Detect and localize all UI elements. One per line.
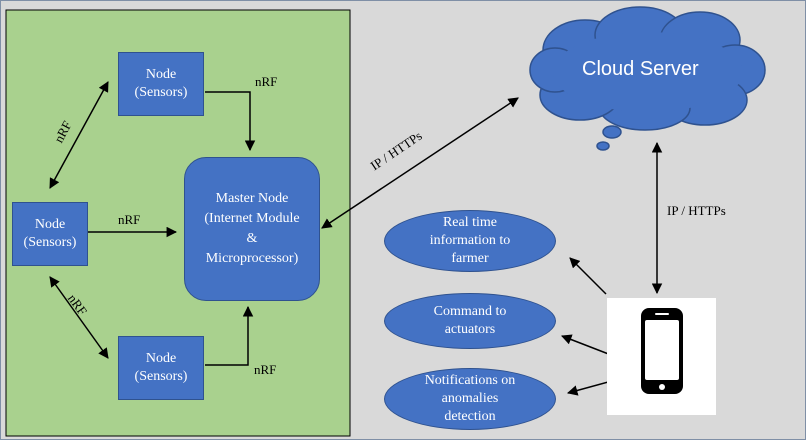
nrf-label-bottom: nRF xyxy=(254,362,277,377)
smartphone-card xyxy=(607,298,716,415)
master-node: Master Node (Internet Module & Microproc… xyxy=(184,157,320,301)
arrow-left-top-bidirectional xyxy=(49,81,109,189)
arrow-top-node-to-master xyxy=(205,91,256,152)
master-node-label: Master Node (Internet Module & Microproc… xyxy=(204,191,300,266)
realtime-info-label: Real time information to farmer xyxy=(429,215,511,266)
ip-https-label-vertical: IP / HTTPs xyxy=(667,203,726,218)
arrow-left-bottom-bidirectional xyxy=(49,276,109,359)
arrow-master-cloud-bidirectional xyxy=(321,97,519,229)
realtime-info-ellipse: Real time information to farmer xyxy=(384,210,556,272)
cloud-server-label: Cloud Server xyxy=(582,58,699,80)
nrf-label-middle: nRF xyxy=(118,212,141,227)
arrow-bottom-node-to-master xyxy=(205,305,254,366)
sensor-node-top-label: Node (Sensors) xyxy=(134,67,188,100)
command-actuators-label: Command to actuators xyxy=(433,304,507,337)
arrow-phone-to-realtime xyxy=(569,257,607,295)
nrf-label-top: nRF xyxy=(255,74,278,89)
notifications-ellipse: Notifications on anomalies detection xyxy=(384,368,556,430)
sensor-node-left-label: Node (Sensors) xyxy=(23,217,77,250)
sensor-node-top: Node (Sensors) xyxy=(118,52,204,116)
command-actuators-ellipse: Command to actuators xyxy=(384,293,556,349)
sensor-node-bottom-label: Node (Sensors) xyxy=(134,351,188,384)
cloud-shape xyxy=(529,6,766,151)
notifications-label: Notifications on anomalies detection xyxy=(424,373,516,424)
sensor-node-left: Node (Sensors) xyxy=(12,202,88,266)
smartphone-icon xyxy=(641,308,683,394)
sensor-node-bottom: Node (Sensors) xyxy=(118,336,204,400)
